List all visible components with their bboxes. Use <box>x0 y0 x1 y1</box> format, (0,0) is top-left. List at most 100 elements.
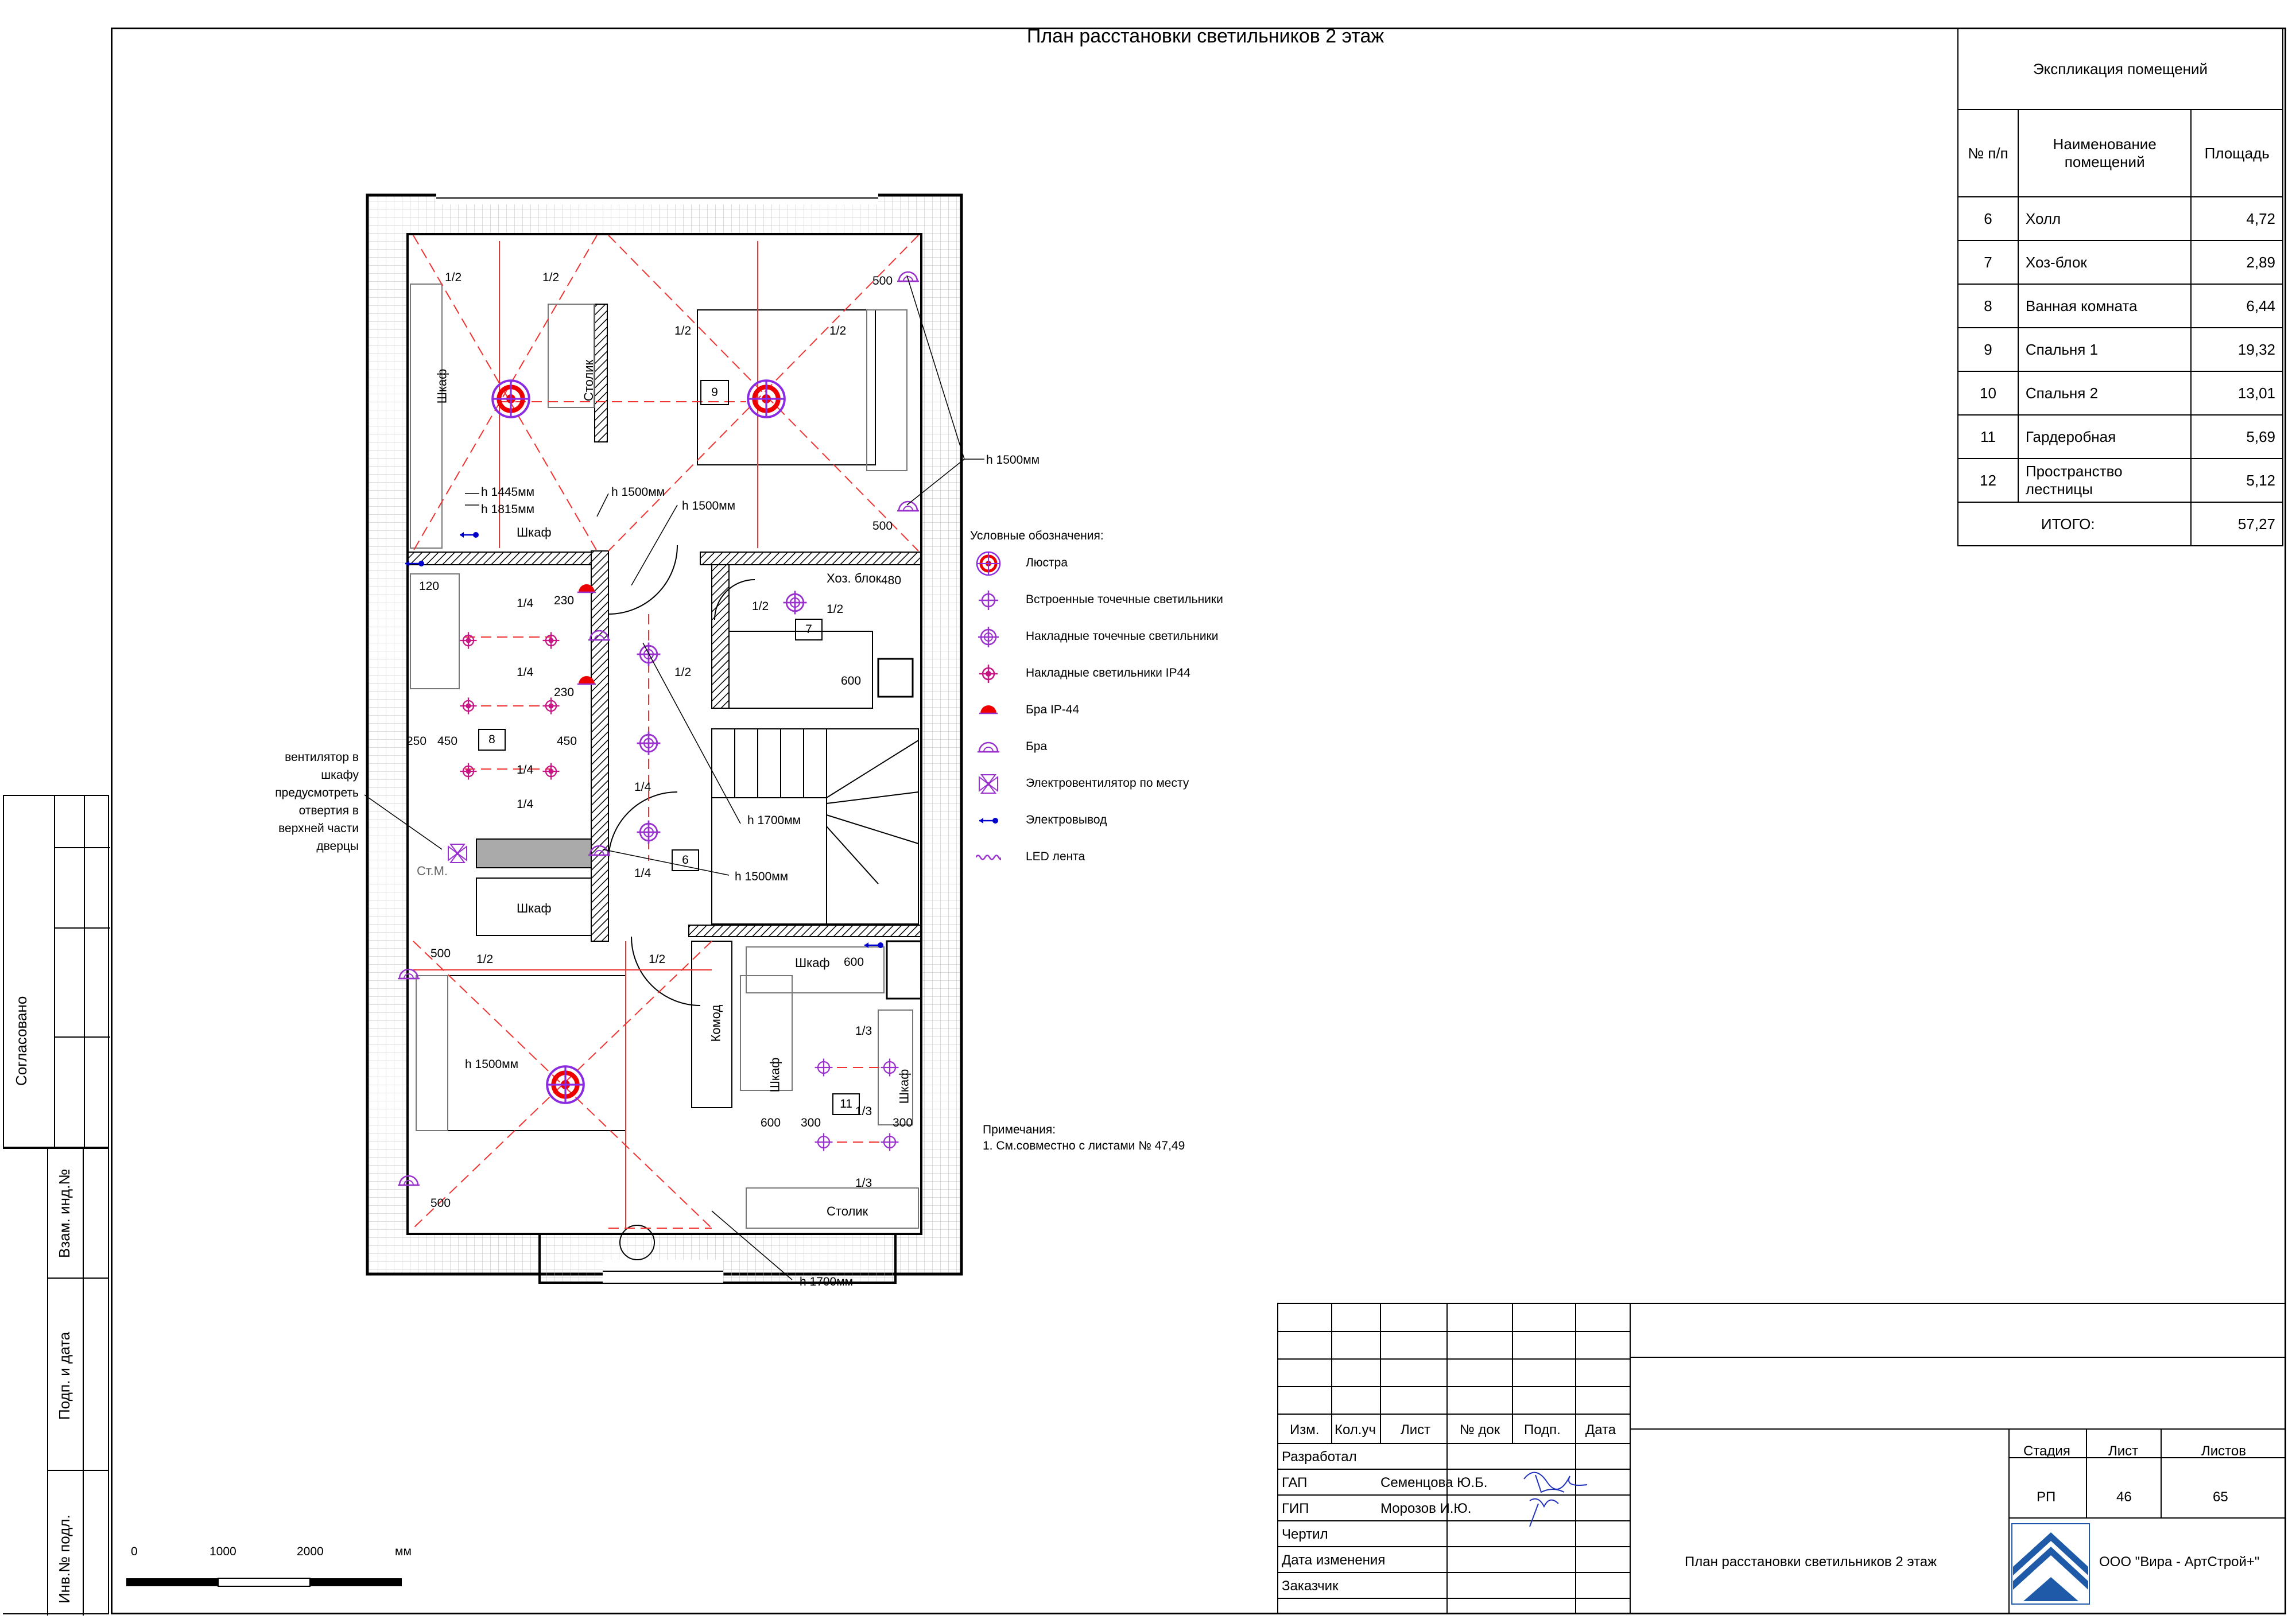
tb-col-header: № док <box>1460 1422 1500 1438</box>
dimension: 1/4 <box>517 798 534 811</box>
room-name: Ванная комната <box>2017 284 2192 328</box>
company-name: ООО "Вира - АртСтрой+" <box>2099 1554 2260 1570</box>
dimension: 1/2 <box>674 666 692 679</box>
height-callout: h 1445мм <box>481 486 535 499</box>
scale-label: 1000 <box>210 1545 236 1558</box>
row-number: 11 <box>1957 414 2019 459</box>
chandelier-icon <box>976 551 1001 576</box>
side-inv-vzam-label: Взам. инд.№ <box>56 1168 73 1258</box>
scale-bar <box>126 1578 402 1587</box>
wardrobe-label: Шкаф <box>517 525 552 539</box>
room-area: 2,89 <box>2190 240 2283 285</box>
row-number: 12 <box>1957 458 2019 503</box>
dimension: 1/2 <box>649 953 666 966</box>
room-name: Гардеробная <box>2017 414 2192 459</box>
dimension: 600 <box>841 674 862 688</box>
dimension: 1/3 <box>855 1177 872 1190</box>
dimension: 1/3 <box>855 1024 872 1038</box>
stage-value: РП <box>2037 1489 2056 1505</box>
dimension: 1/3 <box>855 1105 872 1118</box>
dimension: 1/2 <box>829 324 847 337</box>
dimension: 1/4 <box>634 781 651 794</box>
signature-image <box>1529 1498 1559 1527</box>
room-name: Хоз-блок <box>2017 240 2192 285</box>
gip-name: Морозов И.Ю. <box>1380 1501 1472 1516</box>
led-strip-icon <box>976 855 1001 860</box>
dimension: 450 <box>437 735 458 748</box>
dimension: 300 <box>893 1116 913 1129</box>
tb-role: ГАП <box>1282 1475 1308 1490</box>
legend-label: Накладные светильники IP44 <box>1026 666 1190 680</box>
dimension: 120 <box>419 580 440 593</box>
explication-table: Экспликация помещений № п/п Наименование… <box>1957 28 2283 546</box>
sheet-title: План расстановки светильников 2 этаж <box>1685 1554 1937 1570</box>
wardrobe-label: Шкаф <box>435 368 449 404</box>
stm-label: Ст.М. <box>417 864 448 878</box>
tb-role: Разработал <box>1282 1449 1357 1465</box>
title-block: Изм. Кол.уч Лист № док Подп. Дата Разраб… <box>1277 1303 2286 1614</box>
legend-item: Бра IP-44 <box>970 698 1104 735</box>
drawing-frame <box>111 28 2286 1614</box>
total-value: 57,27 <box>2190 502 2283 546</box>
legend-label: Бра IP-44 <box>1026 703 1080 716</box>
legend-label: Встроенные точечные светильники <box>1026 593 1223 606</box>
dimension: 1/2 <box>445 271 462 284</box>
dimension: 1/2 <box>542 271 560 284</box>
dimension: 600 <box>844 956 864 969</box>
dimension: 1/2 <box>827 603 844 616</box>
row-number: 6 <box>1957 196 2019 241</box>
wardrobe-label: Шкаф <box>517 901 552 915</box>
side-agreed-label: Согласовано <box>13 996 30 1086</box>
recessed-spot-icon <box>978 589 999 611</box>
column-header: Площадь <box>2190 109 2283 197</box>
tb-col-header: Кол.уч <box>1335 1422 1376 1438</box>
sheets-value: 65 <box>2213 1489 2228 1505</box>
table-label: Столик <box>581 359 596 402</box>
dimension: 1/4 <box>517 597 534 610</box>
side-inv-block: Взам. инд.№ Подп. и дата Инв.№ подл. <box>3 1148 109 1616</box>
sconce-ip44-icon <box>978 704 999 715</box>
explication-title: Экспликация помещений <box>1957 28 2283 110</box>
wardrobe-label: Шкаф <box>795 956 830 970</box>
height-callout: h 1500мм <box>986 453 1040 467</box>
wardrobe-label: Шкаф <box>897 1069 912 1104</box>
chandelier-icon <box>492 380 529 417</box>
legend-item: Накладные светильники IP44 <box>970 661 1190 698</box>
dimension: 500 <box>430 947 451 960</box>
room-name: Холл <box>2017 196 2192 241</box>
room-name: Спальня 2 <box>2017 371 2192 416</box>
room-number: 9 <box>700 380 729 405</box>
scale-unit: мм <box>395 1545 412 1558</box>
room-area: 5,69 <box>2190 414 2283 459</box>
gap-name: Семенцова Ю.Б. <box>1380 1475 1488 1490</box>
legend-label: LED лента <box>1026 850 1085 863</box>
dimension: 1/2 <box>752 600 769 613</box>
room-area: 6,44 <box>2190 284 2283 328</box>
column-header: Наименование помещений <box>2017 109 2192 197</box>
commode-label: Комод <box>708 1004 723 1042</box>
sheet-label: Лист <box>2108 1443 2139 1459</box>
tb-col-header: Лист <box>1401 1422 1431 1438</box>
column-header: № п/п <box>1957 109 2019 197</box>
room-number: 6 <box>672 849 699 871</box>
height-callout: h 1700мм <box>747 814 801 827</box>
room-area: 5,12 <box>2190 458 2283 503</box>
sconce-icon <box>976 741 1000 753</box>
legend-label: Бра <box>1026 740 1048 753</box>
hoz-block-label: Хоз. блок <box>827 571 882 585</box>
legend-item: Накладные точечные светильники <box>970 624 1219 661</box>
height-callout: h 1500мм <box>611 486 665 499</box>
page-title: План расстановки светильников 2 этаж <box>1026 25 1384 47</box>
legend-item: Люстра <box>970 551 1104 588</box>
dimension: 1/2 <box>674 324 692 337</box>
room-area: 4,72 <box>2190 196 2283 241</box>
total-row: ИТОГО:57,27 <box>1957 502 2283 546</box>
room-number: 11 <box>832 1093 860 1115</box>
